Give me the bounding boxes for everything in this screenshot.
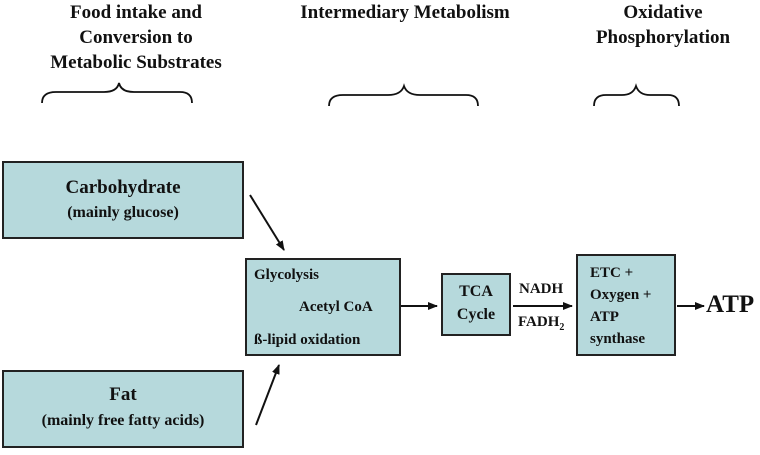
brace-food xyxy=(41,82,193,104)
header-oxidative-line-2: Phosphorylation xyxy=(595,27,731,48)
carbohydrate-subtitle: (mainly glucose) xyxy=(67,204,179,221)
brace-intermediary xyxy=(328,83,479,107)
header-food-intake: Food intake and Conversion to Metabolic … xyxy=(20,0,252,75)
fat-title: Fat xyxy=(109,384,137,405)
tca-line-2: Cycle xyxy=(456,306,496,323)
tca-line-1: TCA xyxy=(459,283,493,300)
acetyl-coa-label: Acetyl CoA xyxy=(299,299,373,315)
beta-lipid-oxidation-label: ß-lipid oxidation xyxy=(254,332,361,348)
fadh2-label: FADH2 xyxy=(518,314,564,333)
etc-line-1: ETC + xyxy=(590,265,634,281)
arrow-fat-to-metabolism xyxy=(255,364,280,426)
header-oxidative-phosphorylation: Oxidative Phosphorylation xyxy=(588,0,738,50)
header-food-line-3: Metabolic Substrates xyxy=(50,52,222,73)
metabolism-box: Glycolysis Acetyl CoA ß-lipid oxidation xyxy=(245,258,401,356)
etc-box: ETC + Oxygen + ATP synthase xyxy=(576,254,676,356)
etc-line-3: ATP xyxy=(590,309,619,325)
brace-oxidative xyxy=(593,83,680,107)
nadh-label: NADH xyxy=(519,281,564,297)
glycolysis-label: Glycolysis xyxy=(254,267,320,283)
fadh-subscript: 2 xyxy=(559,322,565,333)
header-oxidative-line-1: Oxidative xyxy=(623,2,703,23)
header-intermediary-metabolism: Intermediary Metabolism xyxy=(270,0,540,25)
fadh-text: FADH xyxy=(518,314,560,330)
header-food-line-2: Conversion to xyxy=(79,27,193,48)
arrow-carb-to-metabolism xyxy=(249,194,285,251)
carbohydrate-title: Carbohydrate xyxy=(65,177,181,198)
atp-label: ATP xyxy=(706,291,755,318)
header-food-line-1: Food intake and xyxy=(70,2,202,23)
header-intermediary-line-1: Intermediary Metabolism xyxy=(300,2,510,23)
fat-subtitle: (mainly free fatty acids) xyxy=(41,412,205,429)
carbohydrate-box: Carbohydrate (mainly glucose) xyxy=(2,161,244,239)
etc-line-4: synthase xyxy=(590,331,646,347)
tca-cycle-box: TCA Cycle xyxy=(441,273,511,336)
etc-line-2: Oxygen + xyxy=(590,287,652,303)
fat-box: Fat (mainly free fatty acids) xyxy=(2,370,244,448)
